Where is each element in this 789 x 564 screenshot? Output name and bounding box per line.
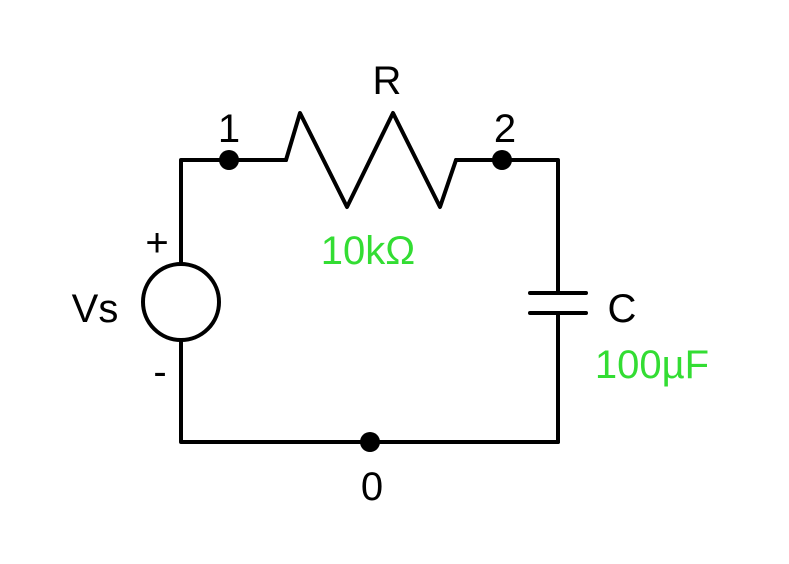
node-2-dot — [492, 150, 512, 170]
source-minus-label: - — [153, 350, 166, 394]
node-1-dot — [219, 150, 239, 170]
resistor-name-label: R — [373, 59, 402, 103]
wire-bottom — [179, 339, 560, 444]
source-name-label: Vs — [72, 287, 119, 331]
wire-left-top — [179, 158, 288, 265]
resistor-symbol — [284, 111, 458, 209]
voltage-source-symbol — [141, 262, 221, 342]
wires — [179, 158, 560, 444]
capacitor-name-label: C — [608, 287, 637, 331]
node-1-label: 1 — [218, 107, 240, 151]
resistor-value-label: 10kΩ — [321, 229, 415, 273]
wire-right-top — [454, 158, 560, 295]
capacitor-symbol — [528, 291, 588, 315]
node-0-label: 0 — [361, 465, 383, 509]
node-2-label: 2 — [494, 107, 516, 151]
capacitor-value-label: 100µF — [595, 343, 709, 387]
node-0-dot — [360, 432, 380, 452]
source-plus-label: + — [145, 221, 168, 265]
